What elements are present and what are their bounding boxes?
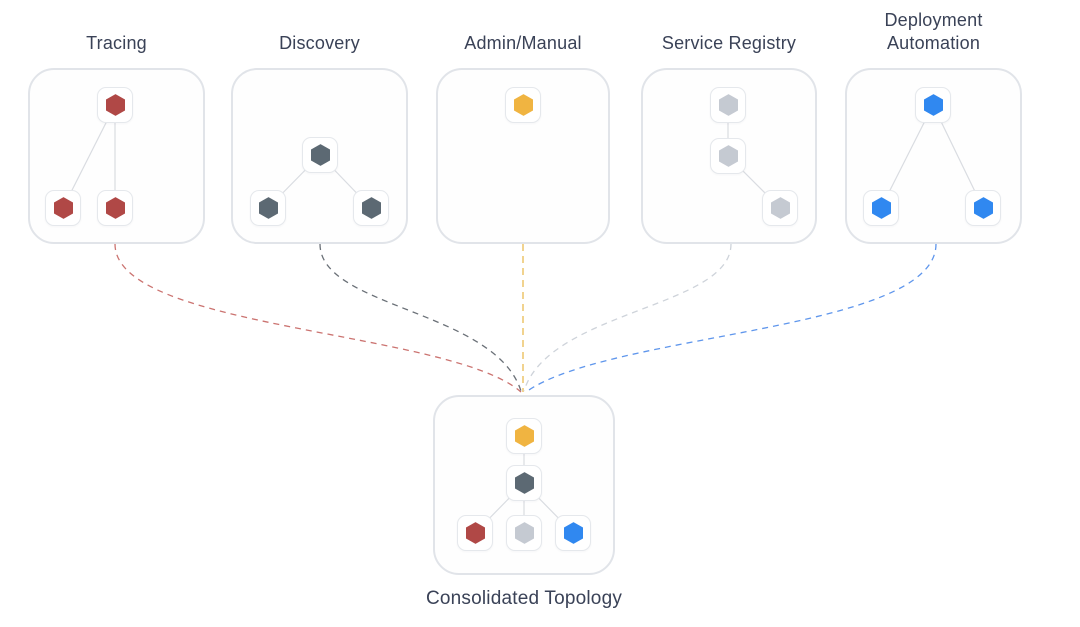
hexagon-icon — [514, 522, 534, 544]
service-registry-node-2-gray — [710, 138, 746, 174]
consolidated-topology-title: Consolidated Topology — [425, 588, 623, 609]
hexagon-icon — [923, 94, 943, 116]
deployment-automation-title-line: Deployment — [884, 9, 983, 30]
deployment-automation-node-3-blue — [965, 190, 1001, 226]
tracing-node-3-red — [97, 190, 133, 226]
discovery-node-3-slate — [353, 190, 389, 226]
consolidated-topology-node-2-slate — [506, 465, 542, 501]
hexagon-icon — [973, 197, 993, 219]
admin-manual-title: Admin/Manual — [464, 33, 582, 54]
flow-discovery-edge — [319, 243, 522, 392]
consolidated-topology-node-3-red — [457, 515, 493, 551]
flow-service-registry-edge — [523, 243, 732, 392]
flow-deployment-automation-edge — [525, 243, 937, 393]
consolidated-topology-node-5-blue — [555, 515, 591, 551]
hexagon-icon — [310, 144, 330, 166]
hexagon-icon — [53, 197, 73, 219]
hexagon-icon — [465, 522, 485, 544]
flow-tracing-edge — [114, 243, 522, 393]
deployment-automation-node-2-blue — [863, 190, 899, 226]
discovery-node-2-slate — [250, 190, 286, 226]
service-registry-title: Service Registry — [661, 33, 797, 54]
hexagon-icon — [513, 94, 533, 116]
hexagon-icon — [514, 472, 534, 494]
admin-manual-node-1-amber — [505, 87, 541, 123]
hexagon-icon — [770, 197, 790, 219]
deployment-automation-title-line: Automation — [886, 33, 981, 54]
hexagon-icon — [258, 197, 278, 219]
hexagon-icon — [105, 197, 125, 219]
deployment-automation-node-1-blue — [915, 87, 951, 123]
consolidated-topology-node-4-gray — [506, 515, 542, 551]
hexagon-icon — [514, 425, 534, 447]
discovery-title: Discovery — [279, 33, 360, 54]
discovery-node-1-slate — [302, 137, 338, 173]
hexagon-icon — [871, 197, 891, 219]
tracing-title: Tracing — [86, 33, 147, 54]
service-registry-node-1-gray — [710, 87, 746, 123]
hexagon-icon — [718, 145, 738, 167]
tracing-node-1-red — [97, 87, 133, 123]
hexagon-icon — [563, 522, 583, 544]
consolidated-topology-node-1-amber — [506, 418, 542, 454]
hexagon-icon — [718, 94, 738, 116]
hexagon-icon — [361, 197, 381, 219]
service-registry-node-3-gray — [762, 190, 798, 226]
hexagon-icon — [105, 94, 125, 116]
tracing-node-2-red — [45, 190, 81, 226]
